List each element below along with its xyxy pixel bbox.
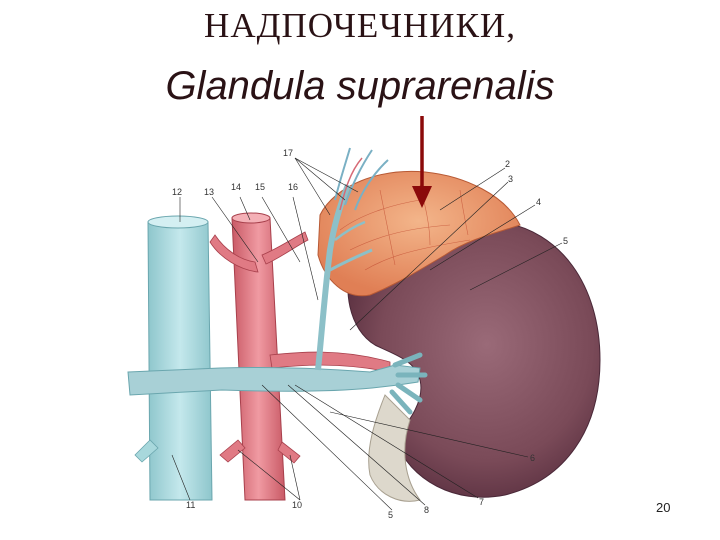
callout-8: 8 — [424, 505, 429, 515]
vein-branch-left — [134, 439, 159, 463]
adrenal-vessels — [339, 184, 471, 271]
callout-12: 12 — [172, 187, 182, 197]
title-russian: НАДПОЧЕЧНИКИ, — [204, 6, 516, 45]
callout-2: 2 — [505, 159, 510, 169]
phrenic-vessels — [334, 147, 389, 211]
adrenal-gland — [317, 170, 521, 297]
callout-5-upper: 5 — [563, 236, 568, 246]
ureter — [368, 394, 421, 502]
pointer-arrow-head — [412, 186, 432, 208]
renal-vein — [127, 364, 421, 396]
callout-13: 13 — [204, 187, 214, 197]
celiac-trunk — [209, 234, 259, 273]
callout-15: 15 — [255, 182, 265, 192]
inferior-vena-cava — [147, 221, 213, 501]
callout-7: 7 — [479, 497, 484, 507]
callout-6: 6 — [530, 453, 535, 463]
callout-4: 4 — [536, 197, 541, 207]
callout-14: 14 — [231, 182, 241, 192]
callout-10: 10 — [292, 500, 302, 510]
callout-labels: 17 2 3 4 5 12 13 14 15 16 6 7 8 5 10 11 — [172, 148, 568, 520]
callout-11: 11 — [186, 500, 195, 510]
mesenteric-artery — [261, 231, 309, 265]
lumbar-artery — [219, 439, 246, 463]
leader-lines — [171, 157, 563, 511]
callout-3: 3 — [508, 174, 513, 184]
callout-16: 16 — [288, 182, 298, 192]
page-number: 20 — [656, 500, 671, 515]
callout-5-lower: 5 — [388, 510, 393, 520]
callout-17: 17 — [283, 148, 293, 158]
lumbar-artery-right — [277, 441, 301, 464]
renal-vein-branches — [389, 352, 428, 415]
title-latin: Glandula suprarenalis — [165, 64, 555, 108]
